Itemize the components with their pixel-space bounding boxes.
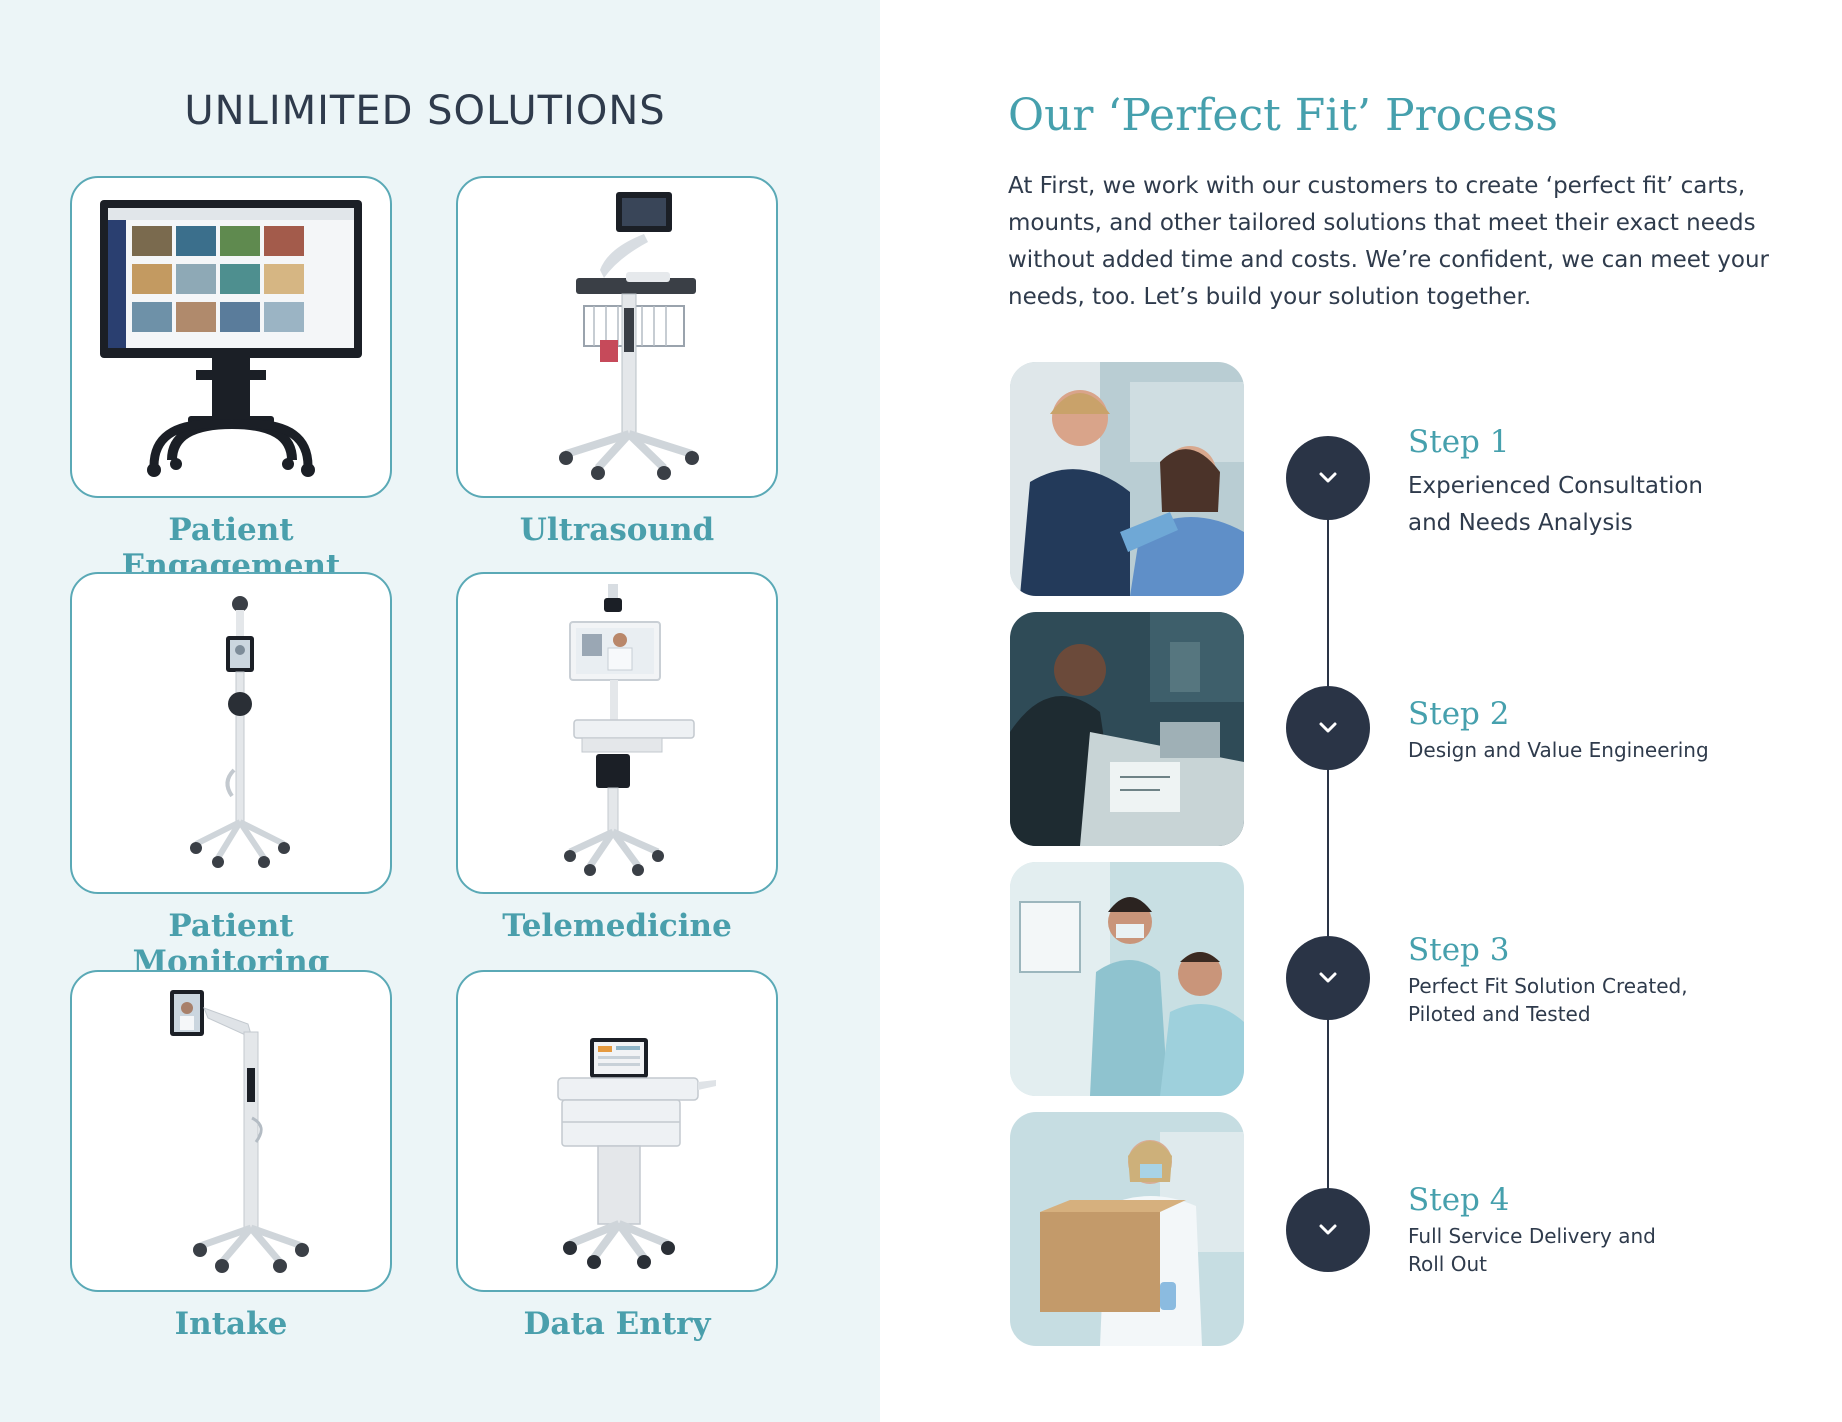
ultrasound-cart-icon: [559, 192, 699, 480]
solutions-title: UNLIMITED SOLUTIONS: [184, 88, 666, 134]
step-1-photo: [1010, 362, 1244, 596]
solution-card-ultrasound[interactable]: [456, 176, 778, 498]
display-cart-icon: [100, 200, 362, 477]
step-1-title: Step 1: [1408, 424, 1510, 460]
solution-label[interactable]: Intake: [174, 1306, 288, 1342]
monitoring-stand-icon: [190, 596, 290, 868]
telemedicine-cart-icon: [564, 584, 695, 876]
step-2-toggle[interactable]: [1286, 686, 1370, 770]
step-2-title: Step 2: [1408, 696, 1510, 732]
solution-card-patient-monitoring[interactable]: [70, 572, 392, 894]
step-4-title: Step 4: [1408, 1182, 1510, 1218]
step-1-desc: Experienced Consultation and Needs Analy…: [1408, 473, 1704, 536]
step-3-desc: Perfect Fit Solution Created, Piloted an…: [1408, 974, 1688, 1026]
timeline-line: [1327, 478, 1329, 1230]
step-3-photo: [1010, 862, 1244, 1096]
solution-label[interactable]: Telemedicine: [502, 908, 732, 944]
solution-card-data-entry[interactable]: [456, 970, 778, 1292]
solution-card-telemedicine[interactable]: [456, 572, 778, 894]
chevron-down-icon: [1319, 1224, 1337, 1235]
step-3-toggle[interactable]: [1286, 936, 1370, 1020]
data-entry-cart-icon: [557, 1038, 716, 1269]
process-title: Our ‘Perfect Fit’ Process: [1008, 90, 1558, 141]
chevron-down-icon: [1319, 472, 1337, 483]
step-4-photo: [1010, 1112, 1244, 1346]
chevron-down-icon: [1319, 722, 1337, 733]
step-4-toggle[interactable]: [1286, 1188, 1370, 1272]
intake-tablet-stand-icon: [170, 990, 309, 1273]
step-4-desc: Full Service Delivery and Roll Out: [1408, 1224, 1656, 1276]
solution-label[interactable]: Ultrasound: [519, 512, 715, 548]
solution-card-intake[interactable]: [70, 970, 392, 1292]
step-3-title: Step 3: [1408, 932, 1510, 968]
solution-label[interactable]: Data Entry: [523, 1306, 711, 1342]
chevron-down-icon: [1319, 972, 1337, 983]
step-2-desc: Design and Value Engineering: [1408, 738, 1709, 762]
process-intro: At First, we work with our customers to …: [1008, 173, 1769, 310]
solution-card-patient-engagement[interactable]: [70, 176, 392, 498]
step-2-photo: [1010, 612, 1244, 846]
step-1-toggle[interactable]: [1286, 436, 1370, 520]
